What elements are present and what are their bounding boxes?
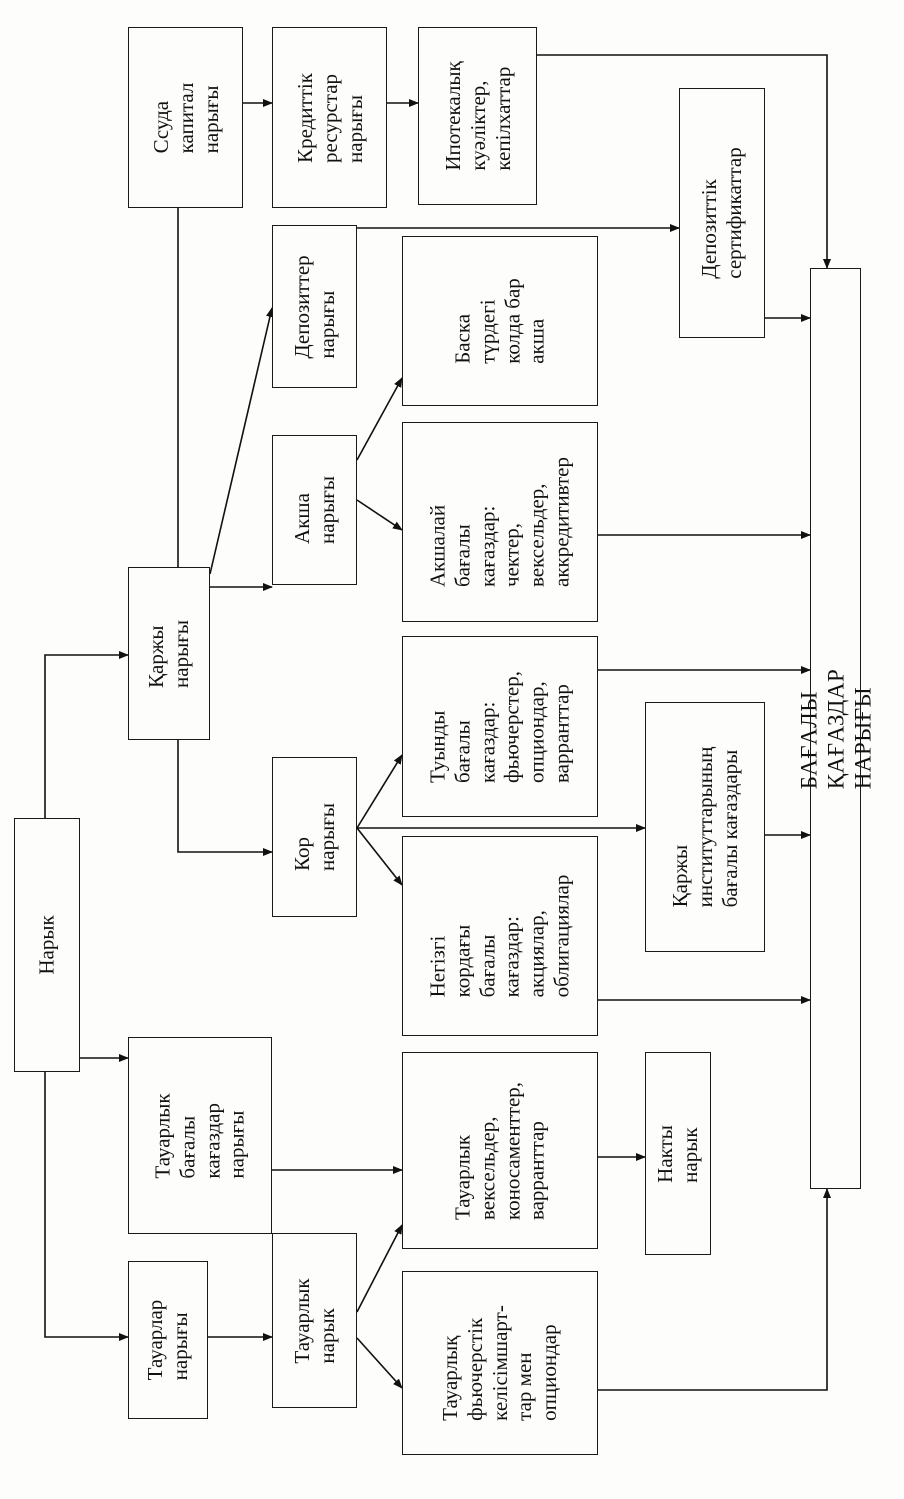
derivative-securities-label: Туынды бағалы кағаздар: фьючерстер, опци… bbox=[425, 670, 574, 783]
securities-market-node: БАҒАЛЫ ҚАҒАЗДАР НАРЫҒЫ bbox=[796, 268, 875, 1189]
derivative-securities-node: Туынды бағалы кағаздар: фьючерстер, опци… bbox=[402, 636, 598, 817]
deposits-market-label: Депозиттер нарығы bbox=[289, 254, 339, 359]
loan-capital-market-node: Ссуда капитал нарығы bbox=[128, 27, 243, 208]
loan-capital-market-label: Ссуда капитал нарығы bbox=[148, 82, 222, 153]
commodity-bills-node: Тауарлык вексельдер, коносаменттер, варр… bbox=[402, 1052, 598, 1249]
financial-institutions-securities-node: Қаржы институттарының бағалы кағаздары bbox=[645, 702, 765, 952]
commodity-market-label: Тауарлык нарык bbox=[289, 1277, 339, 1364]
stock-market-label: Кор нарығы bbox=[289, 803, 339, 871]
financial-market-label: Қаржы нарығы bbox=[144, 619, 193, 688]
other-money-node: Баска түрдегі колда бар акша bbox=[402, 236, 598, 406]
market-node: Нарык bbox=[14, 818, 80, 1072]
deposits-market-node: Депозиттер нарығы bbox=[272, 225, 357, 388]
primary-securities-node: Негізгі кордағы бағалы кағаздар: акцияла… bbox=[402, 836, 598, 1036]
financial-institutions-securities-label: Қаржы институттарының бағалы кағаздары bbox=[667, 746, 742, 908]
financial-market-node: Қаржы нарығы bbox=[128, 567, 210, 740]
goods-market-label: Тауарлар нарығы bbox=[143, 1299, 192, 1381]
credit-resources-market-node: Кредиттік ресурстар нарығы bbox=[272, 27, 387, 208]
primary-securities-label: Негізгі кордағы бағалы кағаздар: акцияла… bbox=[425, 874, 574, 998]
goods-market-node: Тауарлар нарығы bbox=[128, 1261, 208, 1419]
money-securities-label: Акшалай бағалы кағаздар: чектер, вексель… bbox=[425, 457, 574, 587]
credit-resources-market-label: Кредиттік ресурстар нарығы bbox=[292, 72, 366, 163]
deposit-certificates-node: Депозиттік сертификаттар bbox=[679, 88, 765, 338]
commodity-futures-label: Тауарлық фьючерстік келісімшарт- тар мен… bbox=[438, 1305, 562, 1421]
market-label: Нарык bbox=[34, 915, 59, 975]
commodity-futures-node: Тауарлық фьючерстік келісімшарт- тар мен… bbox=[402, 1271, 598, 1455]
stock-market-node: Кор нарығы bbox=[272, 757, 357, 917]
money-market-label: Акша нарығы bbox=[289, 476, 339, 544]
commodity-securities-market-label: Тауарлык бағалы кағаздар нарығы bbox=[150, 1092, 249, 1179]
commodity-securities-market-node: Тауарлык бағалы кағаздар нарығы bbox=[128, 1037, 272, 1234]
commodity-bills-label: Тауарлык вексельдер, коносаменттер, варр… bbox=[450, 1081, 549, 1220]
deposit-certificates-label: Депозиттік сертификаттар bbox=[697, 147, 746, 279]
commodity-market-node: Тауарлык нарык bbox=[272, 1233, 357, 1408]
money-market-node: Акша нарығы bbox=[272, 435, 357, 585]
spot-market-node: Накты нарык bbox=[645, 1052, 711, 1255]
other-money-label: Баска түрдегі колда бар акша bbox=[450, 278, 549, 364]
mortgage-certificates-label: Ипотекалық куәліктер, кепілхаттар bbox=[440, 61, 514, 171]
securities-market-label: БАҒАЛЫ ҚАҒАЗДАР НАРЫҒЫ bbox=[795, 668, 876, 789]
money-securities-node: Акшалай бағалы кағаздар: чектер, вексель… bbox=[402, 422, 598, 622]
spot-market-label: Накты нарык bbox=[653, 1124, 702, 1183]
mortgage-certificates-node: Ипотекалық куәліктер, кепілхаттар bbox=[418, 27, 537, 205]
